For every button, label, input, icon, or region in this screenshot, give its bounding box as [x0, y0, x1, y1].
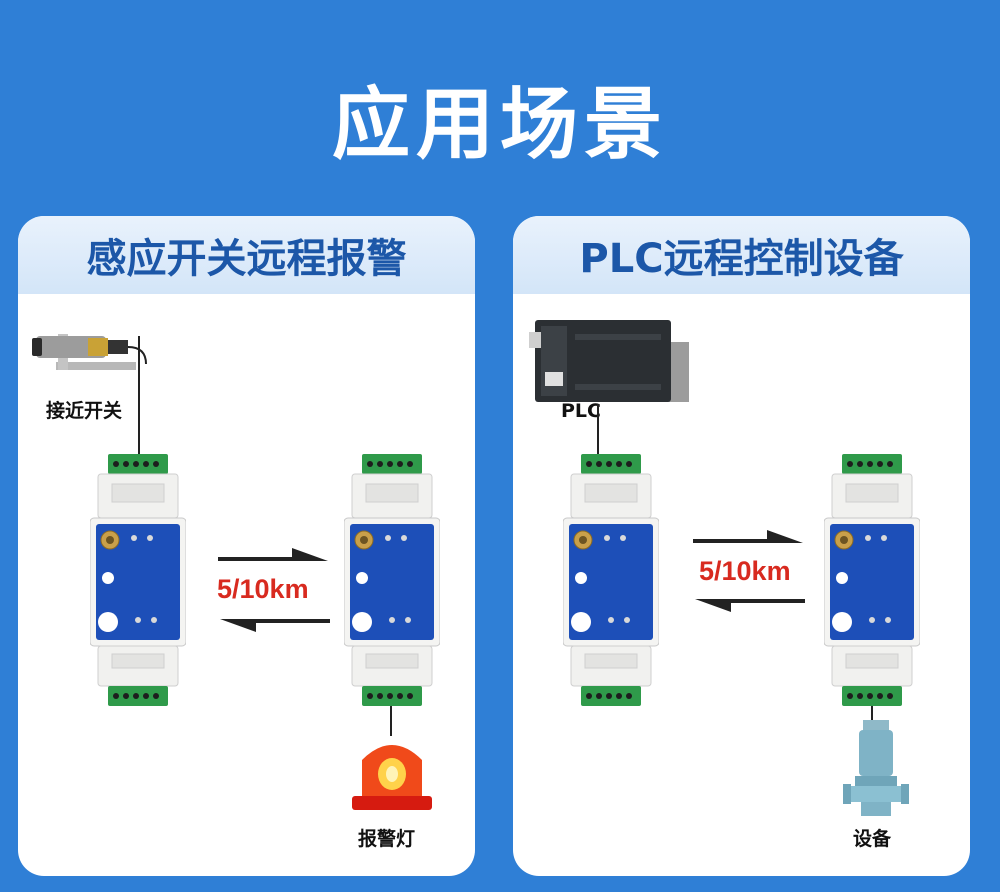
distance-label: 5/10km — [217, 574, 309, 604]
sensor-label: 接近开关 — [46, 400, 123, 422]
equipment-wire — [871, 706, 873, 726]
left-arrow-icon — [220, 619, 330, 632]
card-title: 感应开关远程报警 — [18, 216, 475, 294]
plc-icon — [529, 320, 689, 402]
right-arrow-icon — [693, 530, 803, 543]
right-arrow-icon — [218, 548, 328, 561]
scenario-card-plc-control: PLC远程控制设备 PLC 5/10km 设备 — [513, 216, 970, 876]
card-title: PLC远程控制设备 — [513, 216, 970, 294]
left-arrow-icon — [695, 599, 805, 612]
sensor-wire — [138, 336, 140, 454]
alarm-label: 报警灯 — [358, 828, 416, 850]
plc-label: PLC — [561, 400, 601, 422]
alarm-wire — [390, 706, 392, 736]
scenario-card-sensor-alarm: 感应开关远程报警 接近开关 5/10km 报警灯 — [18, 216, 475, 876]
equipment-label: 设备 — [853, 828, 892, 850]
proximity-sensor-icon — [32, 334, 147, 370]
distance-label: 5/10km — [699, 556, 791, 586]
plc-wire — [597, 404, 599, 454]
wireless-module-receiver — [824, 454, 920, 706]
wireless-module-receiver — [344, 454, 440, 706]
pump-equipment-icon — [843, 720, 909, 816]
wireless-module-sender — [90, 454, 186, 706]
alarm-lamp-icon — [352, 745, 432, 810]
wireless-module-sender — [563, 454, 659, 706]
page-title: 应用场景 — [331, 80, 668, 170]
